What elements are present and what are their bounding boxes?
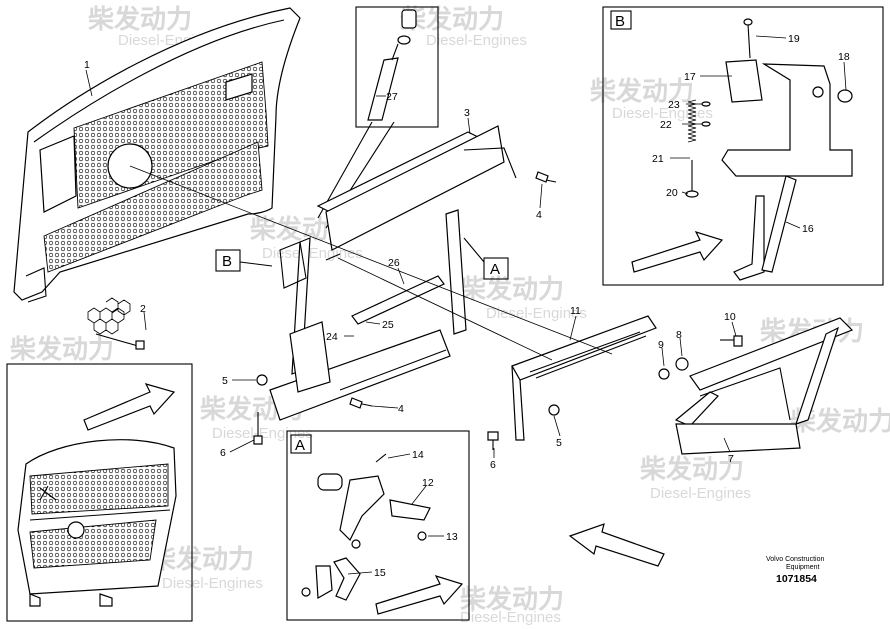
watermark-text: 柴发动力 xyxy=(459,274,564,304)
step-plate xyxy=(511,315,657,441)
view-label-box xyxy=(215,249,241,272)
brand-line-1: Volvo Construction xyxy=(766,556,824,563)
view-label-box xyxy=(610,10,632,30)
watermark-text: Diesel-Engines xyxy=(212,425,313,442)
view-label: B xyxy=(222,253,232,270)
nut-icon xyxy=(256,357,689,416)
view-label-box xyxy=(290,434,312,454)
callout-25: 25 xyxy=(382,319,394,331)
callout-15: 15 xyxy=(374,567,386,579)
callout-24: 24 xyxy=(326,331,338,343)
callout-8: 8 xyxy=(676,329,682,341)
bolt-icon xyxy=(535,171,557,183)
callout-18: 18 xyxy=(838,51,850,63)
watermark-text: 柴发动力 xyxy=(459,584,564,614)
callout-10: 10 xyxy=(724,311,736,323)
view-label: B xyxy=(615,13,625,30)
latch-bracket xyxy=(721,18,853,177)
leader-line xyxy=(337,257,553,361)
view-label: A xyxy=(490,261,500,278)
callout-22: 22 xyxy=(660,119,672,131)
rod xyxy=(351,275,445,325)
latch-hook xyxy=(301,453,431,601)
view-label-box xyxy=(483,257,509,280)
callout-21: 21 xyxy=(652,153,664,165)
callout-1: 1 xyxy=(84,59,90,71)
leader-lines xyxy=(85,35,847,575)
callout-11: 11 xyxy=(570,305,581,317)
callout-27: 27 xyxy=(386,91,398,103)
callout-26: 26 xyxy=(388,257,400,269)
step-ladder xyxy=(674,317,854,455)
callout-20: 20 xyxy=(666,187,678,199)
watermark-text: Diesel-Engines xyxy=(486,305,587,322)
watermark-text: 柴发动力 xyxy=(9,334,114,364)
callout-7: 7 xyxy=(728,453,734,465)
watermark-text: Diesel-Engines xyxy=(426,32,527,49)
leader-line xyxy=(239,261,273,267)
gas-spring xyxy=(367,9,417,121)
callout-6: 6 xyxy=(490,459,496,471)
mesh-detail-icon xyxy=(87,297,145,350)
callout-23: 23 xyxy=(668,99,680,111)
watermark-text: 柴发动力 xyxy=(87,4,192,34)
watermark-text: Diesel-Engines xyxy=(612,105,713,122)
view-label: A xyxy=(295,437,305,454)
watermark-text: Diesel-Engines xyxy=(162,575,263,592)
direction-arrow xyxy=(375,575,464,615)
lever xyxy=(733,175,797,281)
callout-4: 4 xyxy=(536,209,542,221)
leader-line xyxy=(463,237,485,263)
machine-front xyxy=(17,439,177,607)
bolt-icon xyxy=(487,431,499,450)
watermark-text: Diesel-Engines xyxy=(262,245,363,262)
callout-9: 9 xyxy=(658,339,664,351)
inset-gas-spring xyxy=(355,6,439,128)
callout-3: 3 xyxy=(464,107,470,119)
watermark-text: Diesel-Engines xyxy=(460,609,561,626)
callout-12: 12 xyxy=(422,477,434,489)
callout-4: 4 xyxy=(398,403,404,415)
brand-line-2: Equipment xyxy=(786,564,820,571)
watermark-text: 柴发动力 xyxy=(639,454,744,484)
direction-arrow xyxy=(631,231,724,273)
callout-16: 16 xyxy=(802,223,814,235)
direction-arrow xyxy=(568,523,665,567)
watermark-text: 柴发动力 xyxy=(589,76,694,106)
callout-2: 2 xyxy=(140,303,146,315)
callout-5: 5 xyxy=(222,375,228,387)
direction-arrow xyxy=(83,383,176,431)
bolt-icon xyxy=(253,412,263,445)
callout-17: 17 xyxy=(684,71,696,83)
inset-detail-a xyxy=(286,430,470,621)
callout-5: 5 xyxy=(556,437,562,449)
bolt-icon xyxy=(720,335,743,347)
callout-19: 19 xyxy=(788,33,800,45)
support-frame xyxy=(269,125,517,421)
stop-pin xyxy=(837,89,853,103)
drawing-number: 1071854 xyxy=(776,573,817,585)
callout-14: 14 xyxy=(412,449,424,461)
callout-13: 13 xyxy=(446,531,458,543)
inset-detail-b xyxy=(602,6,884,286)
leader-line xyxy=(129,165,613,355)
callout-6: 6 xyxy=(220,447,226,459)
watermark-text: 柴发动力 xyxy=(149,544,254,574)
grille-panel xyxy=(13,7,301,303)
inset-machine-front xyxy=(6,363,193,622)
watermark-text: Diesel-Engines xyxy=(650,485,751,502)
bolt-icon xyxy=(349,397,373,409)
